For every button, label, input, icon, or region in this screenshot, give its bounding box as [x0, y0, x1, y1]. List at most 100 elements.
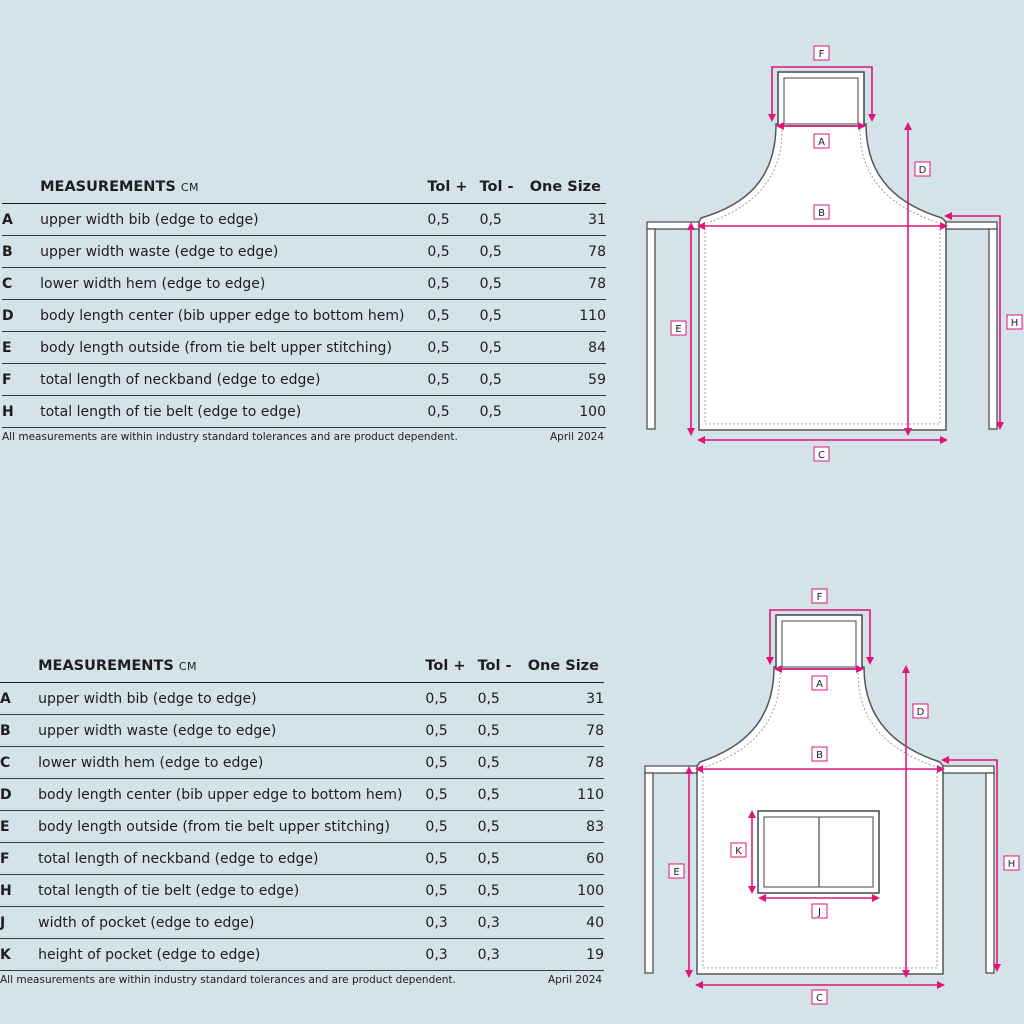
tie-belt-left-strap — [646, 228, 656, 430]
apron-diagram-2: F A D B K E H J C — [644, 588, 1020, 1005]
row-description: height of pocket (edge to edge) — [38, 938, 426, 971]
row-tol-plus: 0,5 — [425, 842, 478, 875]
header-tol-minus: Tol - — [479, 171, 530, 204]
row-tol-minus: 0,5 — [479, 363, 530, 396]
row-description: width of pocket (edge to edge) — [38, 906, 426, 939]
row-tol-plus: 0,5 — [427, 331, 480, 364]
dim-label-j: J — [811, 903, 828, 919]
row-size: 84 — [529, 331, 606, 364]
svg-text:F: F — [819, 49, 825, 60]
row-code: J — [0, 906, 39, 939]
svg-text:C: C — [816, 993, 823, 1004]
header-tol-minus: Tol - — [477, 650, 528, 683]
row-code: A — [2, 203, 41, 236]
row-size: 110 — [527, 778, 604, 811]
dim-label-b: B — [811, 746, 828, 762]
header-title: MEASUREMENTS CM — [38, 650, 426, 683]
row-size: 83 — [527, 810, 604, 843]
tie-belt-right — [942, 765, 995, 774]
svg-text:A: A — [818, 137, 825, 148]
svg-text:F: F — [817, 592, 823, 603]
row-tol-plus: 0,5 — [425, 746, 478, 779]
row-tol-minus: 0,5 — [479, 331, 530, 364]
row-size: 60 — [527, 842, 604, 875]
dim-label-b: B — [813, 204, 830, 220]
row-size: 31 — [529, 203, 606, 236]
row-code: D — [2, 299, 41, 332]
row-size: 78 — [527, 746, 604, 779]
dim-label-k: K — [730, 842, 747, 858]
row-description: total length of neckband (edge to edge) — [40, 363, 428, 396]
date-label: April 2024 — [548, 974, 603, 986]
row-description: lower width hem (edge to edge) — [38, 746, 426, 779]
row-code: B — [2, 235, 41, 268]
dim-line-f — [766, 609, 874, 665]
row-tol-minus: 0,5 — [479, 203, 530, 236]
svg-text:J: J — [817, 907, 821, 918]
row-tol-minus: 0,5 — [477, 682, 528, 715]
row-tol-minus: 0,5 — [477, 810, 528, 843]
svg-text:K: K — [735, 846, 742, 857]
row-description: total length of neckband (edge to edge) — [38, 842, 426, 875]
row-size: 78 — [529, 267, 606, 300]
row-tol-minus: 0,5 — [479, 395, 530, 428]
row-tol-minus: 0,3 — [477, 938, 528, 971]
row-tol-plus: 0,3 — [425, 938, 478, 971]
row-tol-plus: 0,5 — [427, 267, 480, 300]
row-tol-minus: 0,5 — [477, 778, 528, 811]
row-size: 100 — [529, 395, 606, 428]
svg-text:A: A — [816, 679, 823, 690]
tie-belt-right-strap — [985, 772, 995, 974]
svg-text:E: E — [673, 867, 679, 878]
row-description: body length center (bib upper edge to bo… — [38, 778, 426, 811]
row-tol-plus: 0,5 — [427, 299, 480, 332]
dim-label-d: D — [914, 161, 931, 177]
row-tol-plus: 0,5 — [427, 363, 480, 396]
row-description: upper width waste (edge to edge) — [40, 235, 428, 268]
row-tol-plus: 0,5 — [427, 395, 480, 428]
dim-label-f: F — [811, 588, 828, 604]
row-code: H — [2, 395, 41, 428]
svg-text:D: D — [917, 707, 925, 718]
svg-text:B: B — [816, 750, 823, 761]
svg-text:D: D — [919, 165, 927, 176]
row-code: A — [0, 682, 39, 715]
row-tol-minus: 0,5 — [479, 235, 530, 268]
row-code: K — [0, 938, 39, 971]
apron-body — [698, 123, 947, 431]
row-tol-minus: 0,5 — [479, 299, 530, 332]
row-tol-plus: 0,5 — [427, 235, 480, 268]
svg-text:H: H — [1011, 318, 1019, 329]
dim-label-e: E — [668, 863, 685, 879]
svg-text:H: H — [1008, 859, 1016, 870]
dim-label-h: H — [1006, 314, 1023, 330]
row-tol-plus: 0,5 — [425, 874, 478, 907]
row-size: 78 — [527, 714, 604, 747]
row-code: E — [2, 331, 41, 364]
row-code: E — [0, 810, 39, 843]
row-tol-plus: 0,5 — [425, 682, 478, 715]
dim-line-f — [768, 66, 876, 122]
header-size: One Size — [527, 650, 604, 683]
row-code: F — [0, 842, 39, 875]
dim-label-a: A — [813, 133, 830, 149]
row-description: body length outside (from tie belt upper… — [40, 331, 428, 364]
dim-label-c: C — [811, 989, 828, 1005]
row-tol-plus: 0,5 — [427, 203, 480, 236]
row-tol-minus: 0,5 — [477, 746, 528, 779]
row-description: upper width waste (edge to edge) — [38, 714, 426, 747]
dim-label-c: C — [813, 446, 830, 462]
row-description: upper width bib (edge to edge) — [40, 203, 428, 236]
row-tol-plus: 0,5 — [425, 778, 478, 811]
